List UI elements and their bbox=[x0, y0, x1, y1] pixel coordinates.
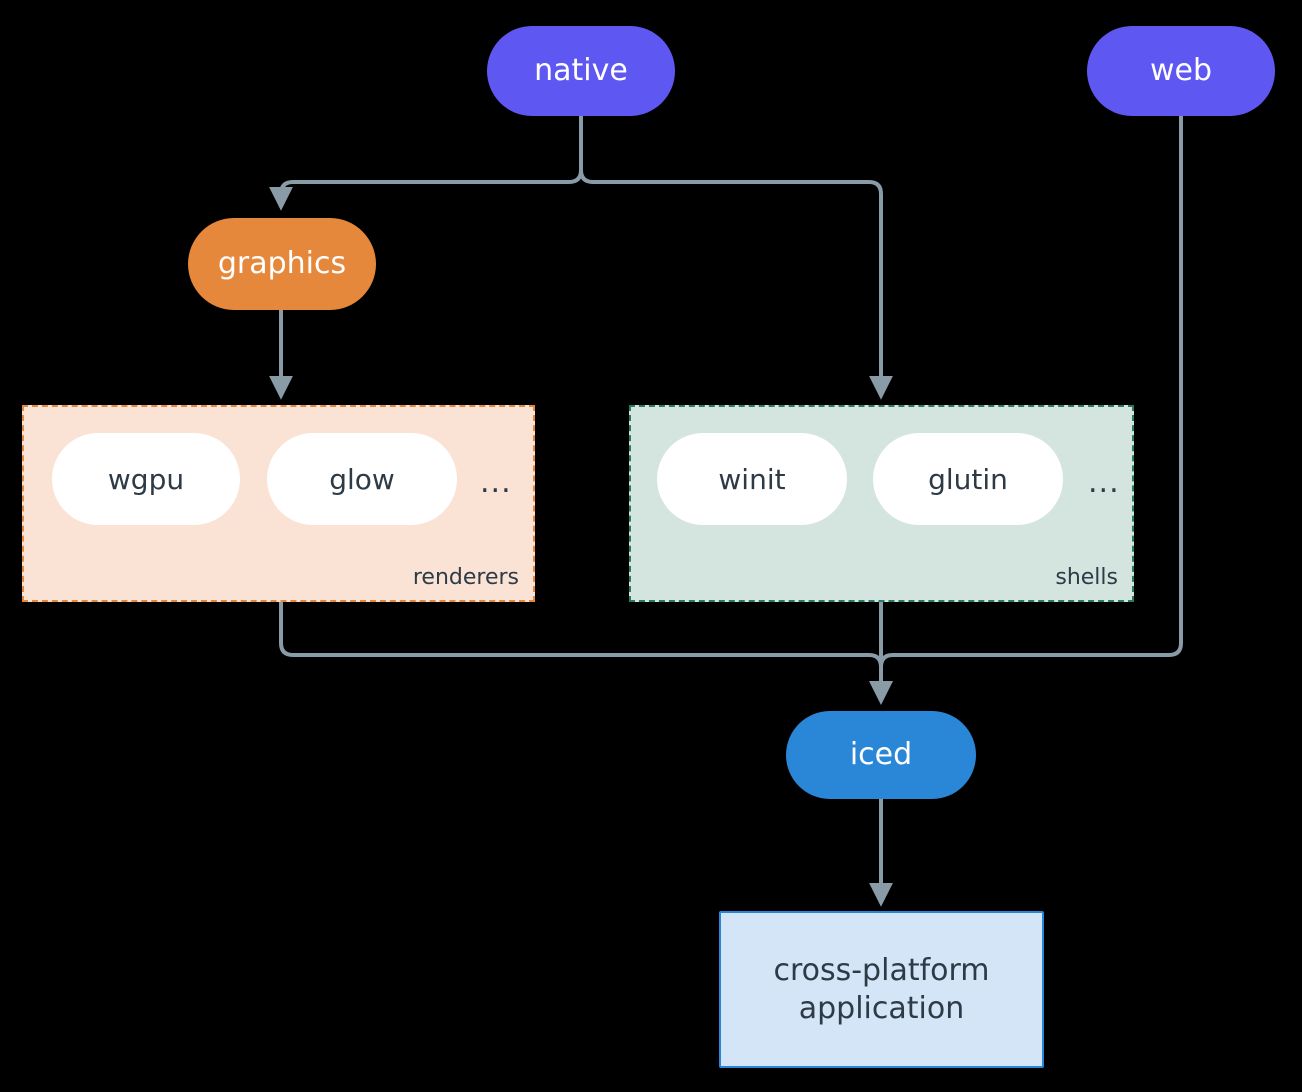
node-application-line1: cross-platform bbox=[773, 953, 990, 988]
leaf-winit[interactable]: winit bbox=[657, 433, 847, 525]
node-graphics-label: graphics bbox=[217, 246, 347, 282]
node-graphics[interactable]: graphics bbox=[188, 218, 376, 310]
edge-renderers-to-iced bbox=[279, 600, 893, 705]
renderers-more-ellipsis: ... bbox=[480, 465, 512, 500]
node-web-label: web bbox=[1149, 53, 1213, 89]
leaf-winit-label: winit bbox=[718, 462, 786, 496]
node-application-line2: application bbox=[798, 990, 965, 1026]
edge-native-trunk bbox=[269, 112, 583, 211]
leaf-glow-label: glow bbox=[329, 462, 395, 496]
node-application[interactable]: cross-platform application bbox=[719, 911, 1044, 1068]
group-shells-label: shells bbox=[1055, 565, 1118, 590]
shells-more-ellipsis: ... bbox=[1088, 465, 1120, 500]
group-renderers: wgpu glow ... renderers bbox=[22, 405, 535, 602]
leaf-wgpu[interactable]: wgpu bbox=[52, 433, 240, 525]
group-shells: winit glutin ... shells bbox=[629, 405, 1134, 602]
leaf-wgpu-label: wgpu bbox=[107, 462, 185, 496]
node-iced-label: iced bbox=[849, 737, 913, 773]
node-iced[interactable]: iced bbox=[786, 711, 976, 799]
group-renderers-label: renderers bbox=[412, 565, 519, 590]
node-web[interactable]: web bbox=[1087, 26, 1275, 116]
leaf-glutin[interactable]: glutin bbox=[873, 433, 1063, 525]
node-native-label: native bbox=[534, 53, 628, 89]
leaf-glutin-label: glutin bbox=[928, 462, 1008, 496]
node-native[interactable]: native bbox=[487, 26, 675, 116]
edge-native-to-shells bbox=[579, 168, 893, 400]
leaf-glow[interactable]: glow bbox=[267, 433, 457, 525]
